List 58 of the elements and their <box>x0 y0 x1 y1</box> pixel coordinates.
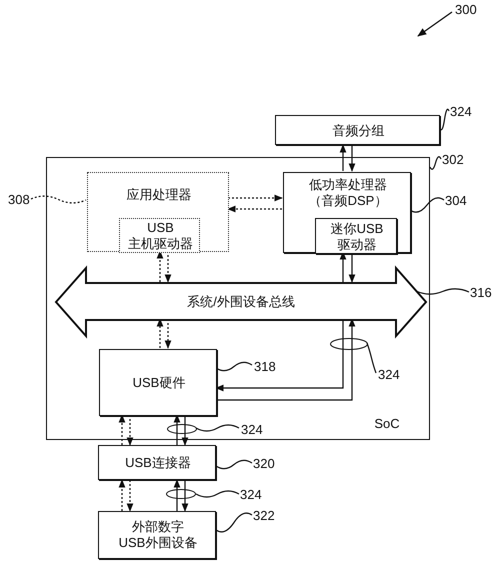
block <box>98 445 216 480</box>
leader-line <box>216 460 252 470</box>
block-label: 迷你USB 驱动器 <box>330 221 384 253</box>
block-label: USB连接器 <box>124 455 192 471</box>
arrow <box>182 415 188 446</box>
block-label: 低功率处理器（音频DSP） <box>308 177 388 209</box>
arrow <box>340 144 346 171</box>
leader-line <box>439 108 450 130</box>
leader-line <box>196 424 240 432</box>
leader-line <box>30 196 86 204</box>
dotted-block <box>87 172 229 252</box>
dotted-arrow <box>126 480 134 512</box>
leader-line <box>196 490 240 498</box>
reference-number: 322 <box>253 508 275 523</box>
reference-number: 300 <box>455 2 477 17</box>
leader-line <box>416 288 470 295</box>
block <box>275 115 440 145</box>
arrow <box>174 414 180 445</box>
leader-line <box>216 362 252 372</box>
arrow <box>182 480 188 512</box>
bundle-ring <box>167 424 197 434</box>
reference-number: 302 <box>442 152 464 167</box>
leader-line <box>429 156 442 170</box>
dotted-arrow <box>227 206 282 212</box>
block-label: USB 主机驱动器 <box>127 220 194 252</box>
reference-number: 318 <box>254 359 276 374</box>
dotted-block <box>119 218 200 253</box>
block <box>98 511 216 559</box>
reference-number: 316 <box>470 285 492 300</box>
block-label: USB硬件 <box>132 375 186 391</box>
leader-line <box>366 342 377 374</box>
arrow <box>348 145 356 172</box>
chip-label: SoC <box>373 416 401 432</box>
bundle-ring <box>166 489 196 499</box>
block <box>99 349 217 416</box>
dotted-arrow <box>118 479 126 511</box>
reference-number: 324 <box>450 104 472 119</box>
bundle-ring <box>330 338 368 350</box>
arrow <box>215 319 344 392</box>
reference-number: 304 <box>445 193 467 208</box>
chip-boundary <box>46 157 430 440</box>
bus-label: 系统/外围设备总线 <box>186 294 296 310</box>
reference-number: 308 <box>8 192 30 207</box>
reference-number: 324 <box>240 487 262 502</box>
reference-number: 320 <box>253 456 275 471</box>
block-label: 外部数字 USB外围设备 <box>118 519 198 551</box>
block-label: 音频分组 <box>332 123 386 139</box>
arrow <box>174 479 180 511</box>
leader-line <box>216 512 252 532</box>
dotted-arrow <box>118 414 126 445</box>
block <box>315 218 397 254</box>
block <box>283 172 411 253</box>
reference-number: 324 <box>378 367 400 382</box>
leader-line <box>410 197 444 213</box>
block-label: 应用处理器 <box>126 187 192 203</box>
arrow <box>348 252 356 283</box>
bus-arrow <box>56 266 426 338</box>
reference-number: 324 <box>241 422 263 437</box>
